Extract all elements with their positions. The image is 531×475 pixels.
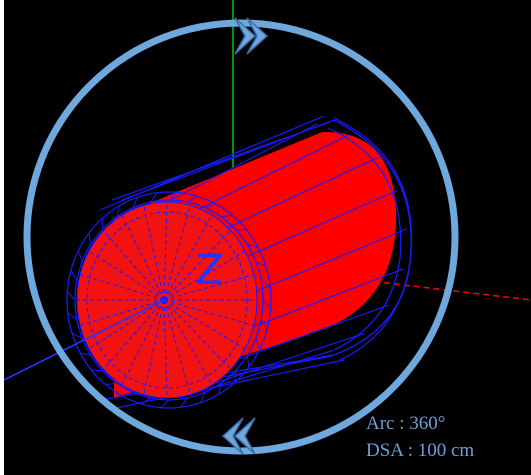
ring-tick xyxy=(71,332,83,339)
cap-ray-line xyxy=(163,205,191,301)
cap-ray-line xyxy=(79,299,165,326)
body-wire-line xyxy=(199,134,350,210)
ring-tick xyxy=(199,392,206,404)
z-axis-label: Z xyxy=(195,245,224,294)
ring-tick xyxy=(105,382,117,386)
cap-inner-ring xyxy=(86,211,248,389)
cap-radial-lines xyxy=(77,201,257,399)
ring-tick xyxy=(67,312,78,320)
arc-readout: Arc : 360° xyxy=(366,413,446,434)
ring-tick xyxy=(168,191,178,201)
cap-ray-line xyxy=(163,299,255,326)
cap-ray-line xyxy=(88,250,165,301)
body-wire-line xyxy=(256,228,407,292)
cap-ray-line xyxy=(163,299,168,399)
ring-tick xyxy=(255,338,261,350)
ring-tick xyxy=(88,232,92,245)
body-wire-line xyxy=(253,268,404,328)
cap-ray-line xyxy=(143,205,165,301)
ring-tick xyxy=(122,391,134,397)
cap-ray-line xyxy=(163,214,213,301)
cap-ray-line xyxy=(163,274,255,301)
ring-tick xyxy=(150,192,158,203)
cap-ray-line xyxy=(163,299,213,386)
z-axis-front xyxy=(4,299,165,381)
outer-ring-front xyxy=(66,191,272,409)
body-wire-line xyxy=(247,189,398,257)
body-wire-line xyxy=(214,332,365,384)
ring-tick xyxy=(262,299,272,309)
ring-tick xyxy=(116,205,120,218)
ring-tick xyxy=(160,399,170,409)
cap-ray-line xyxy=(121,214,165,301)
cap-ray-line xyxy=(143,299,165,395)
cap-ray-line xyxy=(163,299,246,350)
body-wire-line xyxy=(166,123,318,203)
cap-ray-line xyxy=(163,250,246,301)
ring-tick xyxy=(218,382,222,395)
ring-tick xyxy=(91,369,103,372)
ring-tick xyxy=(187,195,198,203)
chevron-left-icon[interactable] xyxy=(221,417,256,455)
3d-viewport[interactable]: Z Arc : 360° DSA : 100 cm xyxy=(4,0,531,475)
ring-tick xyxy=(246,355,250,368)
ring-tick xyxy=(260,319,268,330)
ring-tick xyxy=(70,270,78,281)
ring-tick xyxy=(140,397,151,405)
cap-ray-line xyxy=(103,230,165,301)
ring-tick xyxy=(260,280,271,288)
body-wire-line xyxy=(227,157,378,229)
ring-tick xyxy=(247,243,259,248)
ring-tick xyxy=(77,250,83,262)
outer-ring-ticks xyxy=(66,191,272,409)
cap-ray-line xyxy=(88,299,165,350)
ring-tick xyxy=(204,203,216,209)
ring-tick xyxy=(235,228,247,231)
cap-ray-line xyxy=(163,299,191,395)
ring-tick xyxy=(66,291,76,301)
ring-tick xyxy=(221,214,233,218)
body-wire-lines xyxy=(166,123,407,397)
chevron-right-icon[interactable] xyxy=(234,17,269,55)
ring-tick xyxy=(79,352,91,357)
cap-ray-line xyxy=(163,230,231,301)
dsa-readout: DSA : 100 cm xyxy=(366,440,475,461)
cap-ray-line xyxy=(121,299,165,386)
cap-ray-line xyxy=(163,299,231,370)
scene-canvas[interactable]: Z xyxy=(4,0,531,475)
cap-ray-line xyxy=(79,274,165,301)
ring-tick xyxy=(132,196,139,208)
cap-ray-line xyxy=(103,299,165,370)
ring-tick xyxy=(255,261,267,268)
ring-tick xyxy=(180,397,188,408)
cap-ray-line xyxy=(163,201,168,301)
body-wire-line xyxy=(238,304,389,360)
